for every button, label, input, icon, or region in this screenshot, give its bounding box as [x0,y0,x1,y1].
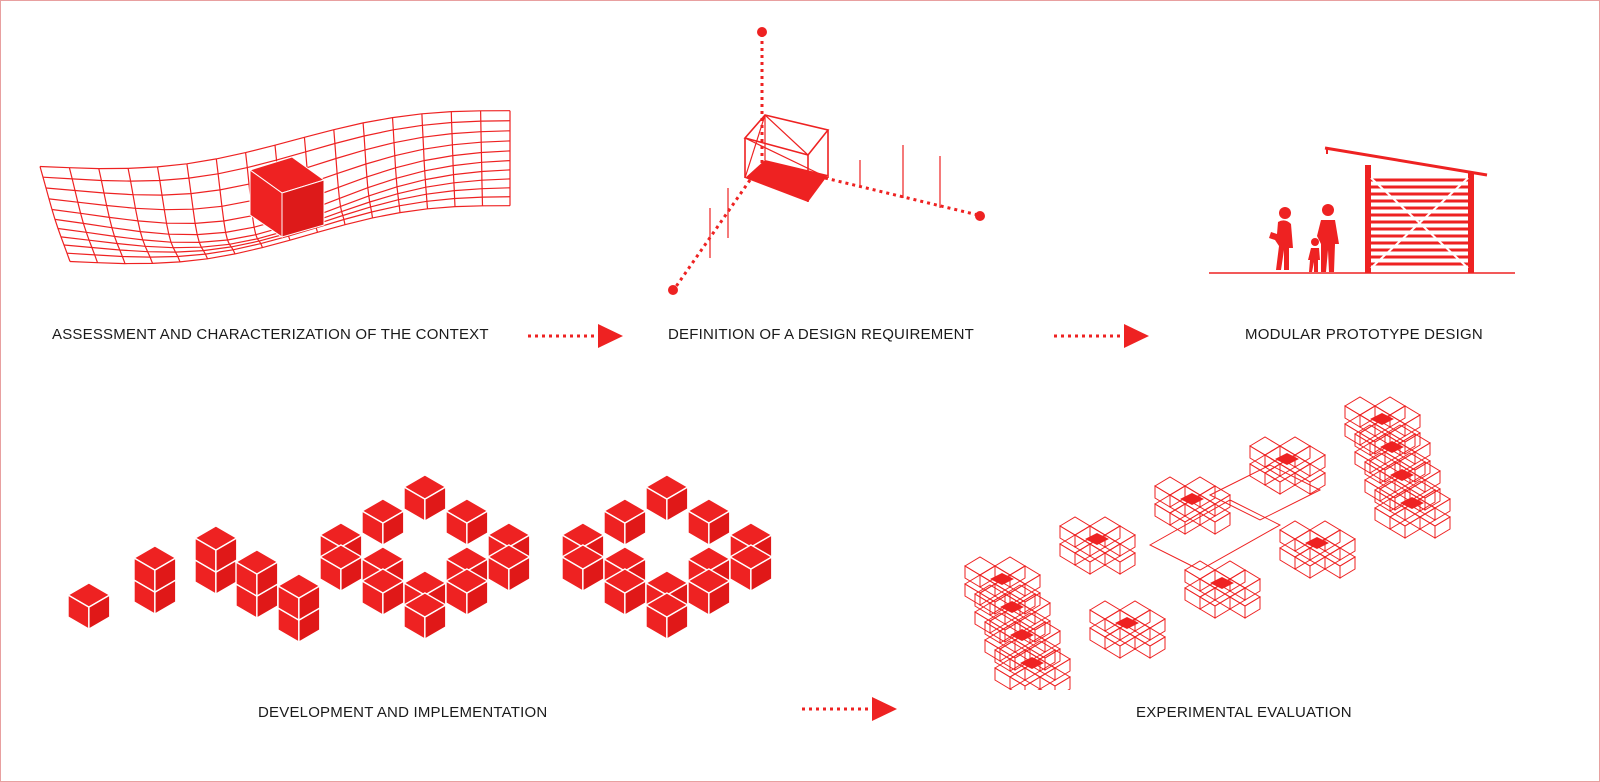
stage-label-prototype: MODULAR PROTOTYPE DESIGN [1245,326,1483,343]
flow-arrow-4-to-5 [802,697,897,721]
axes-cube-icon [668,27,985,295]
flow-arrow-2-to-3 [1054,324,1149,348]
stage-label-definition: DEFINITION OF A DESIGN REQUIREMENT [668,326,974,343]
flow-arrow-1-to-2 [528,324,623,348]
terrain-grid-cube-icon [39,110,511,265]
settlement-plan-icon [964,396,1451,690]
stage-label-evaluation: EXPERIMENTAL EVALUATION [1136,704,1352,721]
shelter-with-people-icon [1209,146,1515,274]
stage-label-assessment: ASSESSMENT AND CHARACTERIZATION OF THE C… [52,326,489,343]
stage-label-development: DEVELOPMENT AND IMPLEMENTATION [258,704,548,721]
stacked-modules-icon [66,474,774,644]
